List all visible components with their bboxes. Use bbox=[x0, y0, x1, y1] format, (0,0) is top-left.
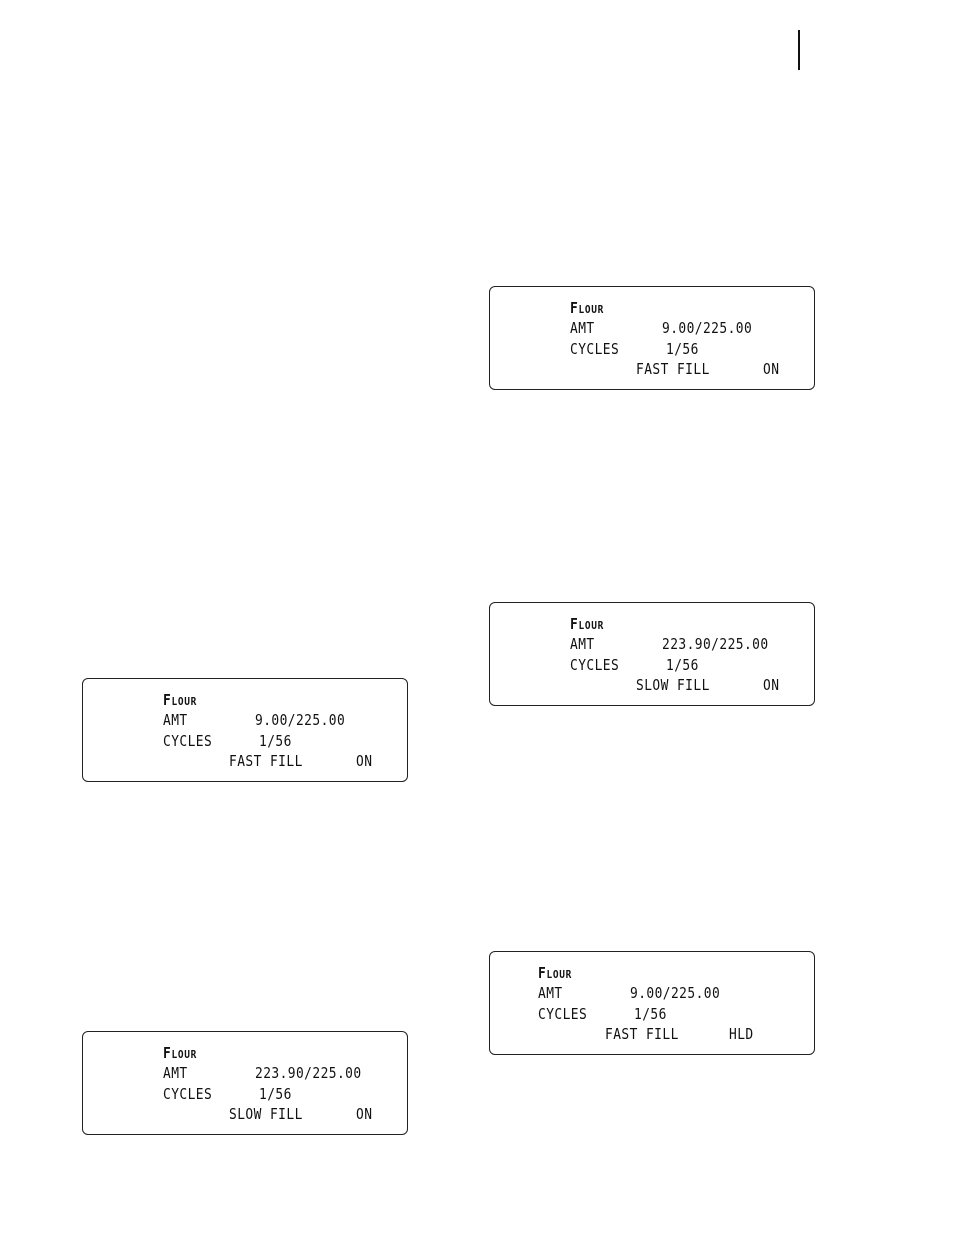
cycles-label: CYCLES bbox=[163, 1085, 213, 1103]
amt-value: 9.00/225.00 bbox=[630, 984, 721, 1002]
cycles-value: 1/56 bbox=[634, 1005, 667, 1023]
page-edge-rule bbox=[798, 30, 800, 70]
display-title: Flour bbox=[163, 691, 197, 709]
cycles-label: CYCLES bbox=[570, 340, 620, 358]
lcd-display-fast-fill-on-right: Flour AMT 9.00/225.00 CYCLES 1/56 FAST F… bbox=[489, 286, 815, 390]
amt-value: 223.90/225.00 bbox=[255, 1064, 362, 1082]
lcd-display-slow-fill-on-left: Flour AMT 223.90/225.00 CYCLES 1/56 SLOW… bbox=[82, 1031, 408, 1135]
cycles-value: 1/56 bbox=[666, 656, 699, 674]
cycles-label: CYCLES bbox=[538, 1005, 588, 1023]
amt-label: AMT bbox=[570, 635, 595, 653]
fill-mode: SLOW FILL bbox=[229, 1105, 303, 1123]
amt-value: 9.00/225.00 bbox=[662, 319, 753, 337]
amt-label: AMT bbox=[538, 984, 563, 1002]
cycles-value: 1/56 bbox=[259, 1085, 292, 1103]
lcd-display-fast-fill-hld-right: Flour AMT 9.00/225.00 CYCLES 1/56 FAST F… bbox=[489, 951, 815, 1055]
fill-state: ON bbox=[356, 1105, 373, 1123]
lcd-display-slow-fill-on-right: Flour AMT 223.90/225.00 CYCLES 1/56 SLOW… bbox=[489, 602, 815, 706]
display-title: Flour bbox=[570, 615, 604, 633]
fill-mode: FAST FILL bbox=[636, 360, 710, 378]
amt-value: 223.90/225.00 bbox=[662, 635, 769, 653]
fill-state: ON bbox=[763, 360, 780, 378]
fill-state: ON bbox=[763, 676, 780, 694]
amt-label: AMT bbox=[570, 319, 595, 337]
fill-mode: SLOW FILL bbox=[636, 676, 710, 694]
cycles-value: 1/56 bbox=[259, 732, 292, 750]
amt-label: AMT bbox=[163, 1064, 188, 1082]
cycles-value: 1/56 bbox=[666, 340, 699, 358]
fill-state: ON bbox=[356, 752, 373, 770]
cycles-label: CYCLES bbox=[570, 656, 620, 674]
lcd-display-fast-fill-on-left: Flour AMT 9.00/225.00 CYCLES 1/56 FAST F… bbox=[82, 678, 408, 782]
fill-state: HLD bbox=[729, 1025, 754, 1043]
fill-mode: FAST FILL bbox=[229, 752, 303, 770]
fill-mode: FAST FILL bbox=[605, 1025, 679, 1043]
display-title: Flour bbox=[163, 1044, 197, 1062]
amt-value: 9.00/225.00 bbox=[255, 711, 346, 729]
amt-label: AMT bbox=[163, 711, 188, 729]
display-title: Flour bbox=[538, 964, 572, 982]
display-title: Flour bbox=[570, 299, 604, 317]
cycles-label: CYCLES bbox=[163, 732, 213, 750]
